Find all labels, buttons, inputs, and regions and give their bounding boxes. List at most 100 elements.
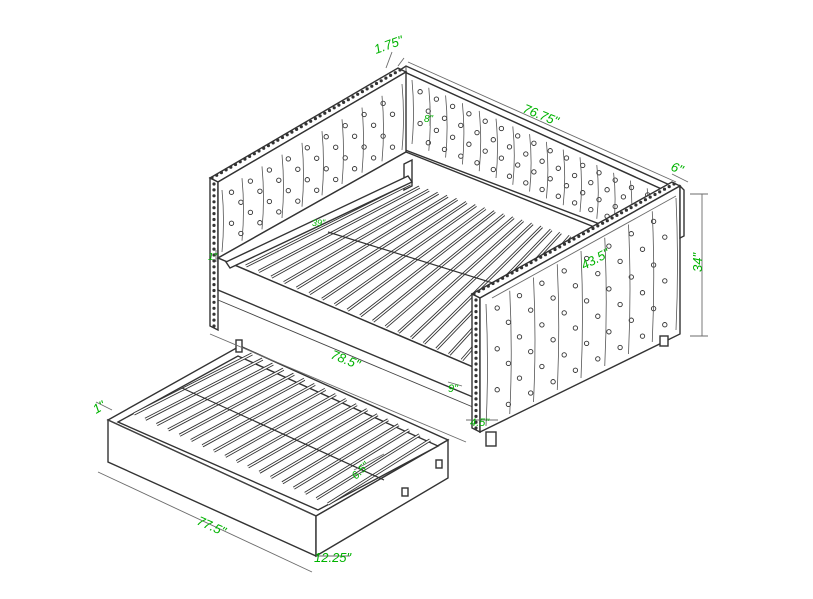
- tuft-button: [583, 255, 590, 262]
- nailhead-stud: [662, 187, 667, 191]
- tuft-button: [494, 346, 500, 352]
- tuft-button: [539, 322, 545, 328]
- nailhead-stud: [280, 135, 285, 140]
- nailhead-stud: [327, 108, 332, 113]
- tuft-button: [563, 155, 570, 161]
- tuft-button: [516, 292, 523, 299]
- tuft-button: [490, 166, 496, 173]
- nailhead-stud: [501, 276, 505, 280]
- tuft-button: [498, 155, 505, 161]
- nailhead-stud: [212, 259, 216, 263]
- tuft-button: [257, 220, 263, 226]
- tuft-button: [550, 295, 556, 301]
- tuft-button: [482, 148, 488, 154]
- tuft-seam: [604, 237, 607, 367]
- tuft-seam: [533, 277, 536, 403]
- tuft-button: [323, 134, 329, 140]
- tuft-button: [238, 230, 244, 237]
- nailhead-stud: [572, 237, 576, 241]
- nailhead-stud: [496, 279, 500, 283]
- trundle-center-support: [181, 387, 385, 481]
- tuft-seam: [546, 141, 549, 199]
- tuft-button: [528, 307, 534, 313]
- nailhead-stud: [238, 160, 242, 164]
- tuft-seam: [485, 303, 488, 427]
- nailhead-stud: [474, 327, 478, 331]
- nailhead-stud: [346, 98, 350, 102]
- side-rail-height-label: 9": [448, 383, 459, 395]
- tuft-seam: [462, 103, 465, 165]
- tuft-seam: [556, 264, 560, 391]
- tuft-button: [561, 268, 567, 274]
- nailhead-stud: [212, 288, 216, 293]
- nailhead-stud: [491, 281, 495, 286]
- seat-slat-highlight: [258, 186, 420, 273]
- tuft-button: [285, 156, 291, 162]
- tuft-button: [596, 196, 602, 203]
- tuft-button: [351, 166, 358, 172]
- tuft-button: [304, 177, 310, 183]
- nailhead-stud: [529, 261, 533, 265]
- daybed: [208, 65, 685, 447]
- tuft-button: [304, 145, 310, 151]
- nailhead-stud: [332, 106, 336, 110]
- tuft-button: [604, 187, 610, 193]
- nailhead-stud: [212, 212, 216, 216]
- nailhead-stud: [474, 426, 478, 430]
- nailhead-stud: [505, 274, 509, 278]
- trundle-slat-highlight: [327, 439, 431, 505]
- nailhead-stud: [212, 182, 216, 186]
- nailhead-stud: [658, 190, 662, 194]
- tuft-button: [276, 209, 282, 215]
- nailhead-stud: [342, 100, 346, 104]
- trundle-slat-highlight: [179, 373, 295, 436]
- nailhead-stud: [474, 315, 478, 320]
- tuft-button: [458, 153, 464, 159]
- nailhead-stud: [248, 154, 252, 158]
- tuft-button: [617, 301, 623, 308]
- nailhead-stud: [474, 385, 478, 389]
- nailhead-stud: [393, 71, 397, 75]
- nailhead-stud: [212, 277, 216, 281]
- tuft-button: [505, 319, 512, 325]
- tuft-button: [370, 155, 377, 161]
- nailhead-stud: [318, 114, 322, 118]
- tuft-seam: [495, 118, 498, 179]
- tuft-button: [617, 258, 623, 265]
- trundle-slat-highlight: [167, 368, 284, 431]
- tuft-seam: [562, 149, 566, 206]
- nailhead-stud: [271, 141, 275, 145]
- tuft-button: [662, 234, 668, 240]
- tuft-button: [662, 322, 668, 328]
- nailhead-stud: [356, 92, 360, 96]
- nailhead-stud: [374, 81, 379, 86]
- nailhead-stud: [558, 245, 562, 249]
- tuft-button: [572, 367, 579, 373]
- nailhead-stud: [474, 339, 478, 343]
- nailhead-stud: [624, 208, 629, 212]
- nailhead-stud: [474, 298, 478, 302]
- nailhead-stud: [474, 356, 478, 360]
- tuft-button: [323, 166, 329, 172]
- trundle-slat-highlight: [202, 383, 316, 447]
- arm-depth-label: 6": [669, 159, 687, 178]
- tuft-button: [523, 180, 529, 186]
- tuft-button: [639, 290, 646, 296]
- tuft-button: [506, 144, 513, 150]
- nailhead-stud: [257, 149, 261, 153]
- tuft-button: [458, 122, 464, 129]
- seat-slat-highlight: [321, 201, 467, 300]
- tuft-button: [650, 218, 657, 225]
- nailhead-stud: [474, 333, 478, 337]
- nailhead-stud: [567, 240, 571, 244]
- nailhead-stud: [337, 103, 341, 107]
- tuft-button: [228, 220, 235, 226]
- nailhead-stud: [620, 211, 624, 215]
- nailhead-stud: [643, 198, 648, 202]
- nailhead-stud: [672, 182, 676, 186]
- seat-slat-highlight: [271, 189, 430, 278]
- nailhead-stud: [474, 368, 478, 372]
- tuft-seam: [241, 178, 244, 241]
- nailhead-stud: [243, 157, 247, 161]
- overall-height-label: 34": [690, 252, 705, 272]
